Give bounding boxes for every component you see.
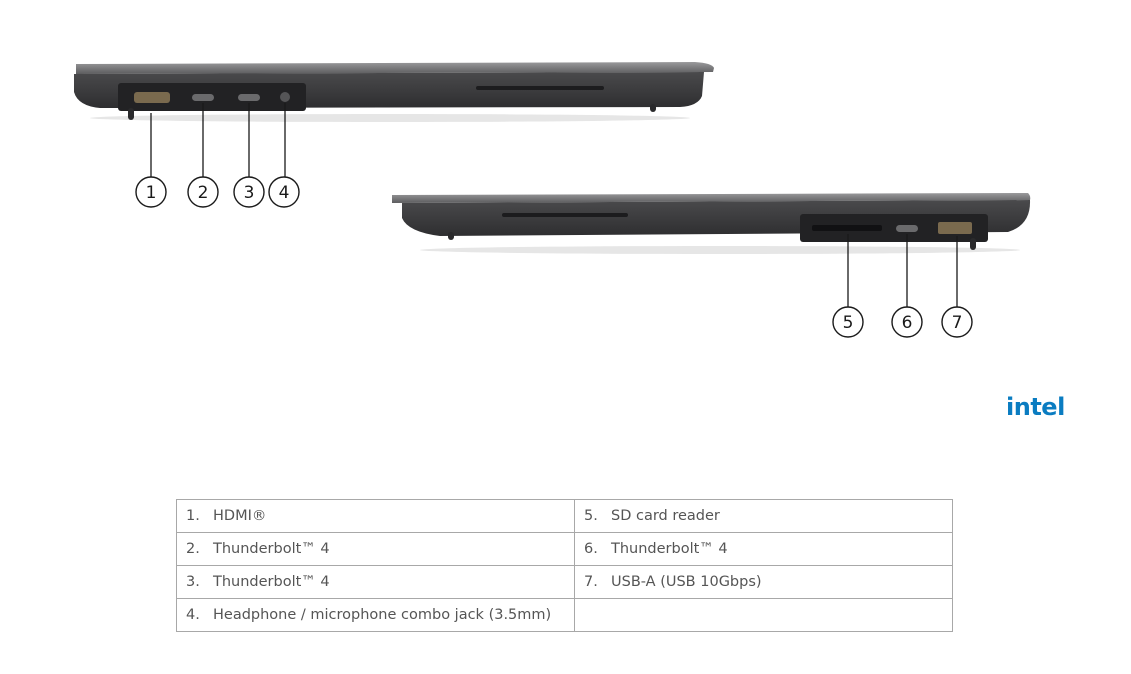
- table-cell: 6. Thunderbolt™ 4: [574, 532, 953, 566]
- callout-2: 2: [187, 176, 219, 208]
- table-cell: 3. Thunderbolt™ 4: [176, 565, 575, 599]
- intel-logo: intel: [1006, 393, 1065, 421]
- table-cell: 4. Headphone / microphone combo jack (3.5…: [176, 598, 575, 632]
- svg-text:2: 2: [198, 183, 209, 203]
- callout-6: 6: [891, 306, 923, 338]
- hdmi-port-icon: [134, 92, 170, 103]
- item-number: 1.: [186, 508, 200, 524]
- sd-card-slot-icon: [812, 225, 882, 231]
- svg-text:6: 6: [902, 313, 913, 333]
- table-cell: 7. USB-A (USB 10Gbps): [574, 565, 953, 599]
- item-label: Thunderbolt™ 4: [611, 541, 728, 557]
- thunderbolt-port-icon: [238, 94, 260, 101]
- callout-4: 4: [268, 176, 300, 208]
- table-row: 2. Thunderbolt™ 4 6. Thunderbolt™ 4: [176, 532, 953, 566]
- table-row: 1. HDMI® 5. SD card reader: [176, 499, 953, 533]
- table-cell: [574, 598, 953, 632]
- laptop-right-side: [392, 193, 1031, 308]
- table-cell: 5. SD card reader: [574, 499, 953, 533]
- item-number: 2.: [186, 541, 200, 557]
- item-label: HDMI®: [213, 508, 267, 524]
- item-number: 3.: [186, 574, 200, 590]
- item-label: Thunderbolt™ 4: [213, 574, 330, 590]
- ports-table: 1. HDMI® 5. SD card reader 2. Thunderbolt™ …: [176, 499, 953, 632]
- item-label: Thunderbolt™ 4: [213, 541, 330, 557]
- item-number: 5.: [584, 508, 598, 524]
- item-label: USB-A (USB 10Gbps): [611, 574, 762, 590]
- table-cell: 1. HDMI®: [176, 499, 575, 533]
- thunderbolt-port-icon: [192, 94, 214, 101]
- svg-text:3: 3: [244, 183, 255, 203]
- table-cell: 2. Thunderbolt™ 4: [176, 532, 575, 566]
- table-row: 4. Headphone / microphone combo jack (3.5…: [176, 598, 953, 632]
- table-row: 3. Thunderbolt™ 4 7. USB-A (USB 10Gbps): [176, 565, 953, 599]
- item-number: 6.: [584, 541, 598, 557]
- audio-jack-icon: [280, 92, 290, 102]
- svg-text:4: 4: [279, 183, 290, 203]
- callout-3: 3: [233, 176, 265, 208]
- svg-text:1: 1: [146, 183, 157, 203]
- thunderbolt-port-icon: [896, 225, 918, 232]
- item-label: Headphone / microphone combo jack (3.5mm…: [213, 607, 552, 623]
- item-label: SD card reader: [611, 508, 720, 524]
- item-number: 4.: [186, 607, 200, 623]
- callout-7: 7: [941, 306, 973, 338]
- svg-text:7: 7: [952, 313, 963, 333]
- item-number: 7.: [584, 574, 598, 590]
- callout-1: 1: [135, 176, 167, 208]
- laptop-port-diagram: 1 2 3 4 5 6 7: [74, 62, 1031, 338]
- svg-text:5: 5: [843, 313, 854, 333]
- usb-a-port-icon: [938, 222, 972, 234]
- callout-5: 5: [832, 306, 864, 338]
- laptop-left-side: [74, 62, 714, 177]
